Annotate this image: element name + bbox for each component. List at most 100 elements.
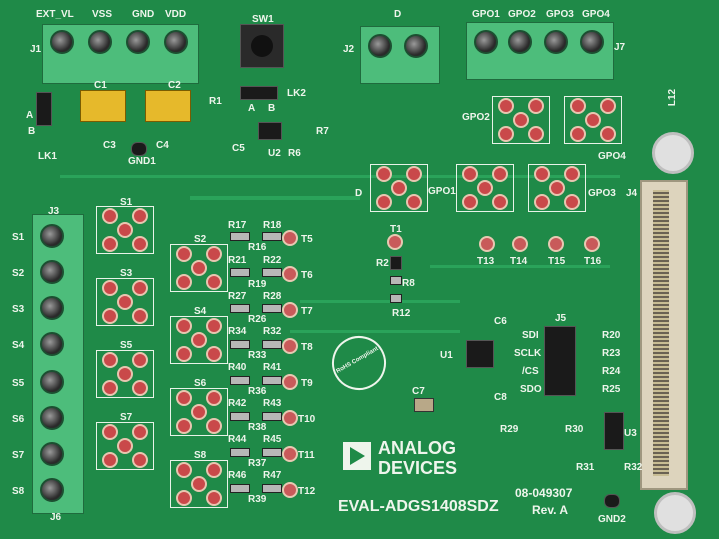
resistor-label: R8 — [402, 278, 415, 289]
resistor-label: R30 — [565, 424, 584, 435]
pad — [117, 366, 133, 382]
cap-label: C6 — [494, 316, 507, 327]
brand-line1: ANALOG — [378, 438, 456, 458]
pad — [528, 98, 544, 114]
resistor-label: R41 — [263, 362, 282, 373]
mounting-hole — [654, 492, 696, 534]
lk1-label: LK1 — [38, 151, 57, 162]
pad — [513, 112, 529, 128]
cap-label: C3 — [103, 140, 116, 151]
pad — [191, 404, 207, 420]
j5-pin-label: /CS — [522, 366, 539, 377]
analog-devices-logo — [343, 442, 371, 470]
resistor-label: R22 — [263, 255, 282, 266]
resistor-label: R32 — [624, 462, 643, 473]
j3-pin-label: S5 — [12, 378, 25, 389]
resistor-label: R47 — [263, 470, 282, 481]
j3-pin-label: S4 — [12, 340, 25, 351]
revision: Rev. A — [532, 503, 569, 517]
pad — [477, 180, 493, 196]
screw-terminal — [474, 30, 498, 54]
screw-terminal — [40, 406, 64, 430]
resistor — [230, 448, 250, 457]
trace — [290, 330, 460, 333]
jumper-a-label: A — [26, 110, 34, 121]
screw-terminal — [40, 224, 64, 248]
mounting-hole — [652, 132, 694, 174]
test-point — [282, 230, 298, 246]
resistor — [230, 412, 250, 421]
capacitor-c2 — [145, 90, 191, 122]
grid-label-s2: S2 — [194, 234, 207, 245]
test-point-label: T6 — [301, 270, 313, 281]
pad — [176, 246, 192, 262]
jumper-b-label: B — [28, 126, 36, 137]
lk2-b-label: B — [268, 103, 276, 114]
pad — [132, 280, 148, 296]
u1-label: U1 — [440, 350, 453, 361]
grid-label-s3: S3 — [120, 268, 133, 279]
pad — [600, 126, 616, 142]
switch-button — [251, 35, 273, 57]
resistor — [262, 268, 282, 277]
lk2-a-label: A — [248, 103, 256, 114]
screw-terminal — [40, 296, 64, 320]
cap-label: C8 — [494, 392, 507, 403]
pad — [176, 418, 192, 434]
pad — [117, 222, 133, 238]
pad — [462, 166, 478, 182]
resistor-label: R24 — [602, 366, 621, 377]
resistor-label: R21 — [228, 255, 247, 266]
screw-terminal — [164, 30, 188, 54]
j5-label: J5 — [555, 313, 567, 324]
jumper-lk2 — [240, 86, 278, 100]
test-point — [282, 266, 298, 282]
test-point — [282, 410, 298, 426]
pad — [102, 308, 118, 324]
test-point — [282, 302, 298, 318]
pad-group-gpo2 — [492, 96, 550, 144]
j1-pin-label: EXT_VL — [36, 9, 74, 20]
pad-group-gpo1 — [456, 164, 514, 212]
screw-terminal — [50, 30, 74, 54]
j4-label: J4 — [626, 188, 638, 199]
test-point-label: T9 — [301, 378, 313, 389]
pad — [564, 166, 580, 182]
pad — [206, 246, 222, 262]
grid-label-d: D — [355, 188, 363, 199]
j1-label: J1 — [30, 44, 42, 55]
pad — [102, 352, 118, 368]
gnd1-label: GND1 — [128, 156, 156, 167]
pad — [102, 424, 118, 440]
pad-group-d — [370, 164, 428, 212]
pad — [206, 318, 222, 334]
resistor — [262, 412, 282, 421]
resistor — [262, 340, 282, 349]
rohs-stamp: RoHS Compliant — [322, 326, 396, 400]
j2-pin-label: D — [394, 9, 402, 20]
lk2-label: LK2 — [287, 88, 306, 99]
resistor-label: R19 — [248, 279, 267, 290]
screw-terminal — [508, 30, 532, 54]
u3-label: U3 — [624, 428, 637, 439]
brand-line2: DEVICES — [378, 458, 458, 478]
resistor — [230, 268, 250, 277]
pad — [132, 424, 148, 440]
screw-terminal — [88, 30, 112, 54]
test-point — [479, 236, 495, 252]
resistor-label: R33 — [248, 350, 267, 361]
pad — [176, 318, 192, 334]
test-point-label: T14 — [510, 256, 528, 267]
resistor — [262, 448, 282, 457]
j5-pin-label: SCLK — [514, 348, 542, 359]
pad — [376, 194, 392, 210]
screw-terminal — [40, 332, 64, 356]
pad-group-s2 — [170, 244, 228, 292]
resistor-label: R43 — [263, 398, 282, 409]
part-number: 08-049307 — [515, 486, 573, 500]
test-point-label: T13 — [477, 256, 495, 267]
resistor — [262, 484, 282, 493]
board-title: EVAL-ADGS1408SDZ — [338, 498, 499, 515]
grid-label-s4: S4 — [194, 306, 207, 317]
pad — [534, 166, 550, 182]
